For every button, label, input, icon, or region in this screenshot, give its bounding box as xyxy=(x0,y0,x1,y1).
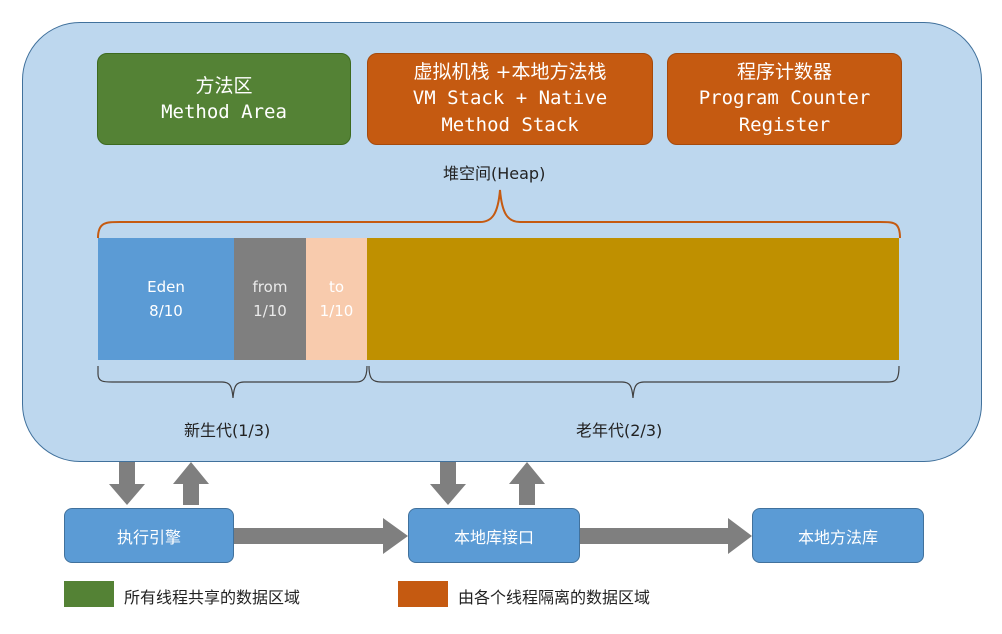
method-area-cn: 方法区 xyxy=(195,74,253,97)
native-interface-box: 本地库接口 xyxy=(408,508,580,563)
eden-name: Eden xyxy=(147,278,185,296)
legend-shared-swatch xyxy=(64,581,114,607)
legend-shared-label: 所有线程共享的数据区域 xyxy=(124,588,301,607)
young-generation-label: 新生代(1/3) xyxy=(184,421,271,440)
right-arrow-engine-to-interface xyxy=(234,518,408,554)
from-name: from xyxy=(252,278,288,296)
up-arrow-native-interface xyxy=(509,462,545,505)
method-area-box: 方法区 Method Area xyxy=(97,53,351,145)
execution-engine-box: 执行引擎 xyxy=(64,508,234,563)
legend-isolated-label: 由各个线程隔离的数据区域 xyxy=(458,588,651,607)
vm-stack-box: 虚拟机栈 +本地方法栈 VM Stack + Native Method Sta… xyxy=(367,53,653,145)
heap-brace xyxy=(97,189,901,239)
old-generation-brace xyxy=(368,365,900,399)
program-counter-en-line2: Register xyxy=(738,114,831,136)
down-arrow-engine xyxy=(109,462,145,505)
native-library-box: 本地方法库 xyxy=(752,508,924,563)
program-counter-cn: 程序计数器 xyxy=(736,61,832,83)
native-library-label: 本地方法库 xyxy=(797,527,878,547)
old-generation-label: 老年代(2/3) xyxy=(576,421,663,440)
heap-label: 堆空间(Heap) xyxy=(443,164,546,183)
native-interface-label: 本地库接口 xyxy=(453,527,534,547)
from-survivor-segment: from 1/10 xyxy=(234,238,306,360)
to-ratio: 1/10 xyxy=(319,302,354,320)
right-arrow-interface-to-library xyxy=(580,518,752,554)
execution-engine-label: 执行引擎 xyxy=(116,527,181,547)
young-generation-brace xyxy=(97,365,368,399)
method-area-en: Method Area xyxy=(161,100,287,123)
program-counter-en-line1: Program Counter xyxy=(698,87,871,109)
vm-stack-en-line1: VM Stack + Native xyxy=(412,87,608,109)
old-generation-segment xyxy=(367,238,899,360)
up-arrow-engine xyxy=(173,462,209,505)
to-name: to xyxy=(328,278,345,296)
eden-segment: Eden 8/10 xyxy=(98,238,234,360)
vm-stack-en-line2: Method Stack xyxy=(441,114,579,136)
legend-isolated-swatch xyxy=(398,581,448,607)
vm-stack-cn: 虚拟机栈 +本地方法栈 xyxy=(413,61,607,83)
from-ratio: 1/10 xyxy=(253,302,287,320)
down-arrow-native-interface xyxy=(430,462,466,505)
eden-ratio: 8/10 xyxy=(149,302,183,320)
program-counter-box: 程序计数器 Program Counter Register xyxy=(667,53,902,145)
to-survivor-segment: to 1/10 xyxy=(306,238,367,360)
